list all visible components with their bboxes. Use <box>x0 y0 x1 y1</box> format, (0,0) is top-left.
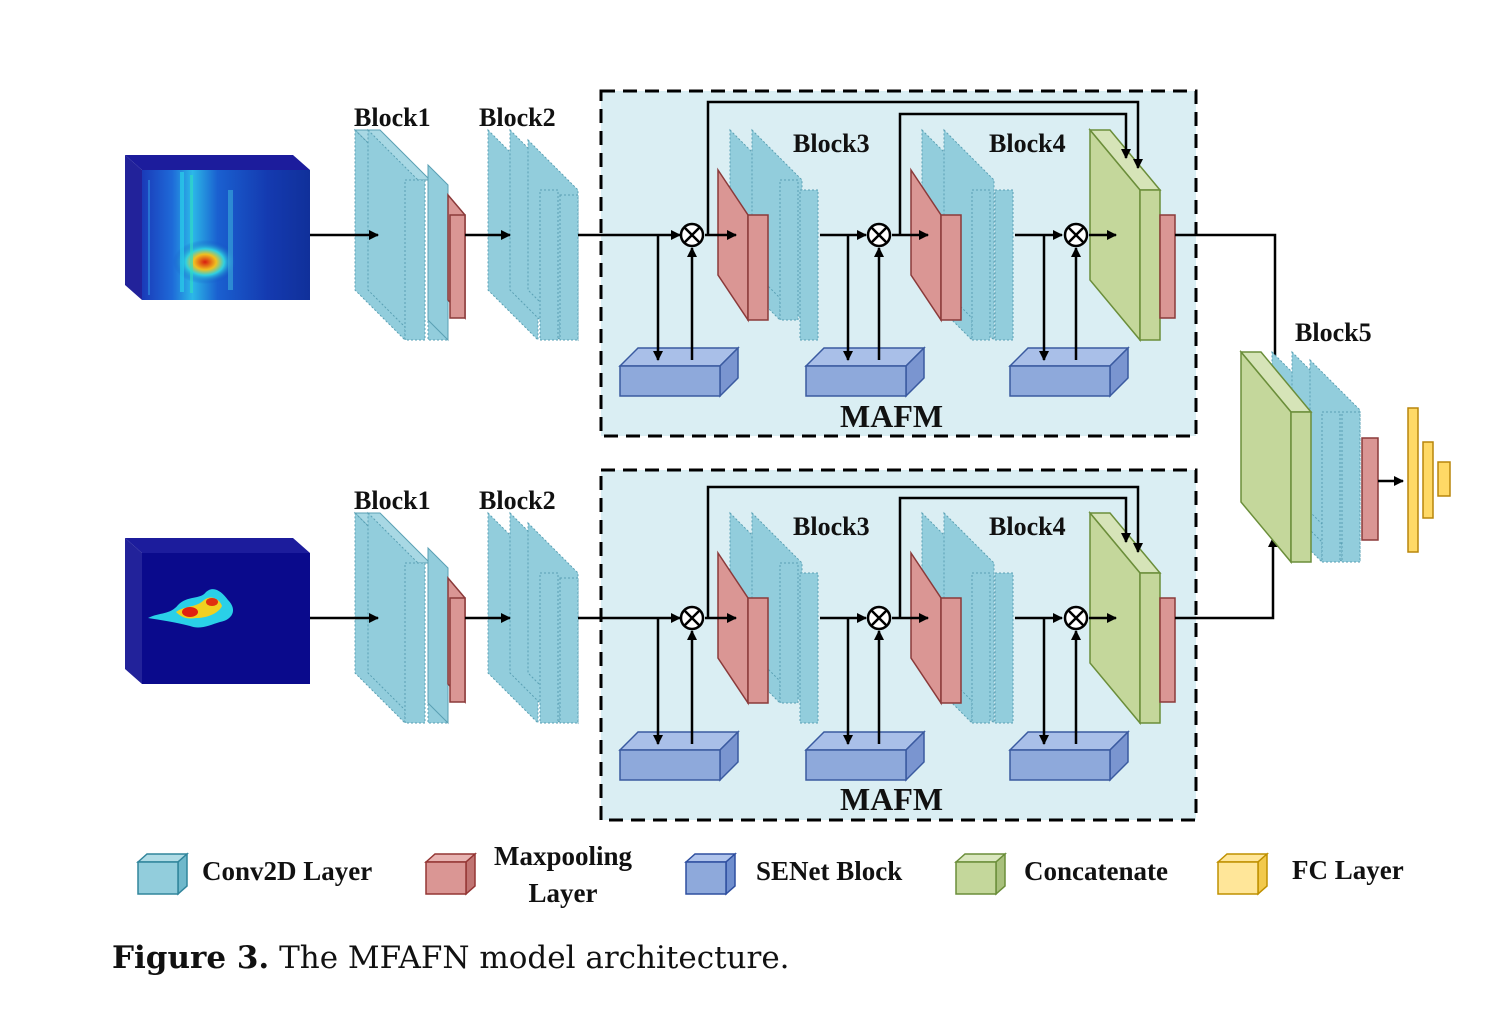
senet-block <box>618 730 740 782</box>
legend-concat-label: Concatenate <box>1024 856 1168 886</box>
multiply-node <box>679 605 705 631</box>
legend-maxpool-text: Maxpooling Layer <box>494 838 632 912</box>
senet-block <box>1008 730 1130 782</box>
top-branch: Block1 Block2 Block3 Block4 MAFM <box>125 89 1280 438</box>
multiply-node <box>1063 605 1089 631</box>
spectrogram-input <box>125 155 310 300</box>
fc-legend-icon <box>1216 852 1269 896</box>
block2-stack <box>487 128 579 342</box>
legend-maxpool-line1: Maxpooling <box>494 841 633 871</box>
multiply-node <box>679 222 705 248</box>
legend-fc-label: FC Layer <box>1292 855 1404 885</box>
legend-senet-label: SENet Block <box>756 856 903 886</box>
caption-text: The MFAFN model architecture. <box>279 940 790 976</box>
block1-stack <box>353 511 466 725</box>
concatenate-block <box>1239 349 1313 565</box>
block1-label: Block1 <box>354 486 431 515</box>
block2-label: Block2 <box>479 103 556 132</box>
mafm-label: MAFM <box>840 398 943 434</box>
multiply-node <box>1063 222 1089 248</box>
legend-senet: SENet Block <box>756 856 902 887</box>
top-connections <box>310 100 1280 381</box>
legend-conv: Conv2D Layer <box>202 856 372 887</box>
spectrogram-input <box>125 538 310 684</box>
block5-label: Block5 <box>1295 318 1372 347</box>
block1-stack <box>353 128 466 342</box>
block3-stack <box>717 128 819 341</box>
block4-stack <box>910 128 1014 342</box>
block5-group: Block5 <box>1239 318 1451 565</box>
multiply-node <box>866 222 892 248</box>
legend-icons <box>136 852 1269 896</box>
senet-block <box>1008 346 1130 398</box>
block3-label: Block3 <box>793 512 870 541</box>
legend-conv-label: Conv2D Layer <box>202 856 373 886</box>
block2-stack <box>487 511 579 725</box>
legend: Conv2D Layer Maxpooling Layer SENet Bloc… <box>0 838 1511 918</box>
multiply-nodes <box>679 222 1089 248</box>
senet-legend-icon <box>684 852 737 896</box>
bottom-branch: Block1 Block2 Block3 Block4 MAFM <box>125 468 1278 822</box>
caption-label: Figure 3. <box>112 940 270 976</box>
block2-label: Block2 <box>479 486 556 515</box>
senet-block <box>804 730 926 782</box>
figure-caption: Figure 3. The MFAFN model architecture. <box>112 940 790 976</box>
senet-block <box>804 346 926 398</box>
legend-maxpool-line2: Layer <box>528 878 598 908</box>
legend-maxpool: Maxpooling Layer <box>494 838 632 912</box>
block1-label: Block1 <box>354 103 431 132</box>
mafm-label: MAFM <box>840 781 943 817</box>
maxpool-legend-icon <box>424 852 477 896</box>
block3-label: Block3 <box>793 129 870 158</box>
multiply-node <box>866 605 892 631</box>
legend-concat: Concatenate <box>1024 856 1168 887</box>
fc-layers <box>1407 407 1451 553</box>
conv-legend-icon <box>136 852 189 896</box>
maxpool-layer <box>1361 437 1379 541</box>
block4-label: Block4 <box>989 512 1066 541</box>
bottom-connections <box>310 485 1278 745</box>
block3-stack <box>717 511 819 724</box>
senet-block <box>618 346 740 398</box>
block4-stack <box>910 511 1014 725</box>
concat-legend-icon <box>954 852 1007 896</box>
senet-blocks <box>618 730 1130 782</box>
senet-blocks <box>618 346 1130 398</box>
legend-fc: FC Layer <box>1292 855 1404 886</box>
block4-label: Block4 <box>989 129 1066 158</box>
multiply-nodes <box>679 605 1089 631</box>
